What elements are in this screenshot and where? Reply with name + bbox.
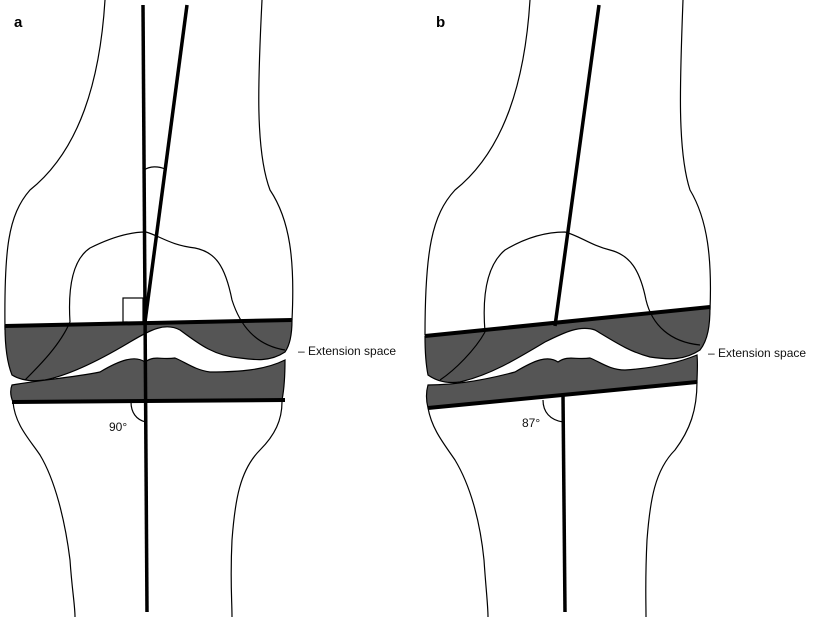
right-angle-marker bbox=[122, 297, 144, 323]
tibial-axis bbox=[561, 394, 567, 613]
extension-space-label-a: – Extension space bbox=[298, 344, 397, 358]
femur-resection bbox=[4, 319, 293, 382]
tibia-resection bbox=[425, 354, 699, 409]
extension-space-label-b: – Extension space bbox=[708, 346, 807, 360]
panel-a-drawing bbox=[4, 0, 294, 617]
femur-outline bbox=[424, 0, 712, 336]
condyle-outline bbox=[24, 231, 286, 381]
femur-resection bbox=[424, 306, 711, 384]
axis-angle-arc bbox=[143, 166, 166, 171]
anatomical-axis bbox=[143, 4, 189, 323]
tibial-angle-arc bbox=[130, 401, 147, 423]
panel-label-a: a bbox=[14, 14, 23, 31]
condyle-outline bbox=[439, 231, 701, 381]
femoral-axis bbox=[553, 4, 601, 327]
tibial-cut-line bbox=[11, 398, 286, 404]
tibial-cut-line bbox=[427, 380, 698, 410]
panel-label-b: b bbox=[436, 14, 446, 31]
femur-outline bbox=[4, 0, 294, 331]
femoral-cut-line bbox=[4, 318, 293, 328]
femoral-cut-line bbox=[424, 305, 711, 338]
angle-label-a: 90° bbox=[109, 420, 128, 434]
tibial-angle-arc bbox=[542, 399, 564, 423]
mechanical-axis bbox=[141, 4, 149, 613]
tibia-outline bbox=[427, 381, 698, 617]
angle-label-b: 87° bbox=[522, 416, 541, 430]
tibia-outline bbox=[12, 401, 283, 617]
panel-b-drawing bbox=[424, 0, 712, 617]
